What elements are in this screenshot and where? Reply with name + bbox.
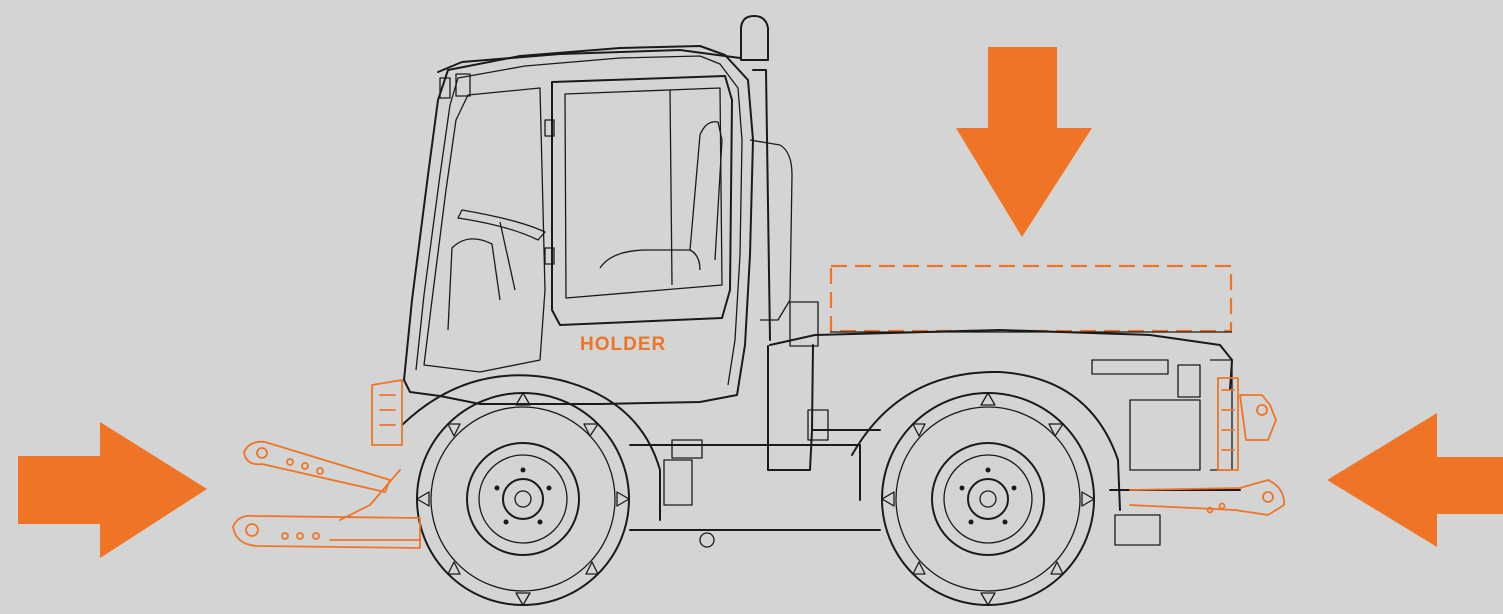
front-hitch	[1129, 377, 1285, 516]
cab	[403, 15, 793, 405]
load-platform-outline	[829, 264, 1233, 333]
arrow-right-icon	[18, 422, 207, 558]
arrow-left-icon	[1327, 413, 1503, 547]
arrow-down-icon	[956, 47, 1092, 237]
rear-hitch	[232, 379, 421, 549]
brand-label: HOLDER	[580, 334, 666, 355]
chassis	[401, 301, 1241, 548]
rear-wheel	[416, 392, 630, 606]
front-wheel	[881, 392, 1095, 606]
